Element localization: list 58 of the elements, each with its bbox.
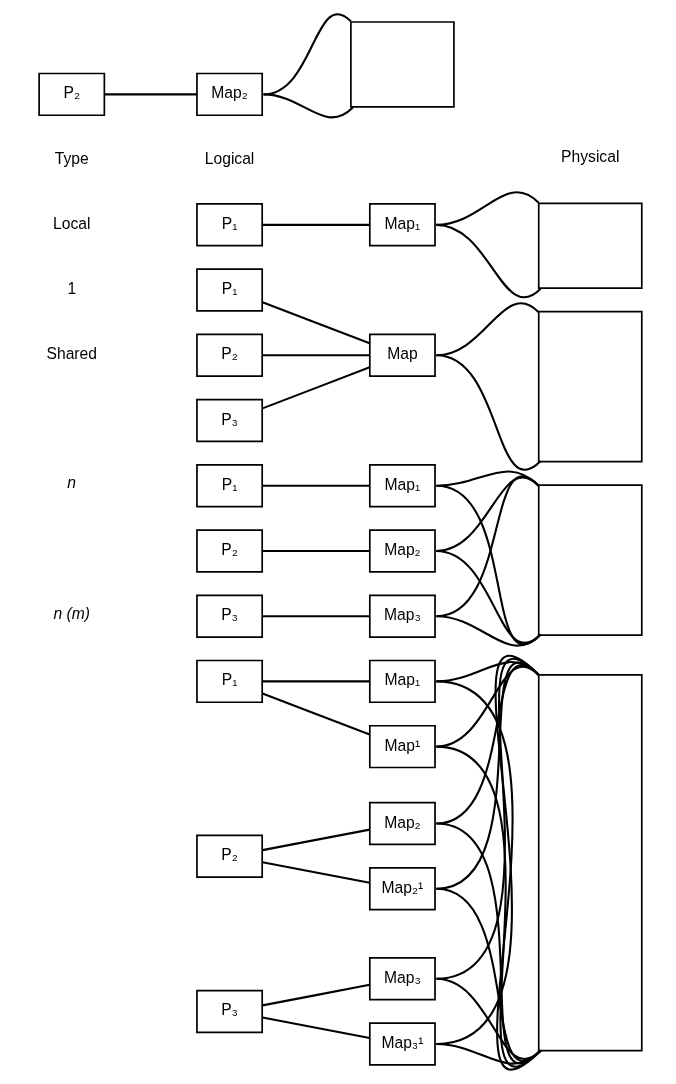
node-box: Map₁	[368, 203, 436, 247]
connector	[262, 354, 370, 357]
node-box	[537, 202, 643, 289]
node-box: Map₂	[368, 801, 436, 846]
connector	[435, 1043, 541, 1065]
connector	[261, 828, 370, 852]
label: n	[66, 474, 76, 492]
node-box: Map¹	[368, 724, 436, 769]
node-box: Map₁	[368, 464, 436, 508]
connector	[261, 861, 370, 884]
node-box: Map₃	[368, 594, 436, 638]
connector	[435, 223, 541, 299]
node-box: P₃	[195, 594, 263, 638]
label: Type	[54, 149, 89, 167]
node-box: Map₂	[195, 72, 263, 117]
connector	[261, 692, 370, 736]
label: Physical	[560, 148, 619, 166]
label: Logical	[204, 149, 254, 167]
connector	[435, 822, 541, 1064]
node-box: P₁	[195, 203, 263, 247]
node-box	[537, 310, 643, 463]
node-box: P₂	[195, 333, 263, 377]
node-box: Map	[368, 333, 436, 377]
connector	[261, 366, 370, 410]
node-box: P₁	[195, 268, 263, 312]
connector	[435, 484, 541, 645]
node-box: Map₂¹	[368, 867, 436, 911]
node-box: P₃	[195, 989, 263, 1034]
node-box: P₂	[195, 529, 263, 573]
node-box: P₃	[195, 398, 263, 443]
label: n (m)	[52, 604, 90, 622]
connector	[261, 983, 370, 1007]
connector	[262, 680, 370, 683]
label: 1	[66, 280, 76, 298]
label: Shared	[46, 345, 97, 363]
node-box: P₂	[195, 834, 263, 878]
node-box	[349, 21, 455, 108]
connector	[262, 223, 370, 226]
node-box: Map₃	[368, 957, 436, 1001]
connector	[262, 93, 353, 119]
connector	[435, 615, 541, 647]
connector	[261, 1016, 370, 1040]
label: Local	[52, 214, 90, 232]
node-box: Map₂	[368, 529, 436, 573]
connector	[262, 615, 370, 618]
node-box: P₁	[195, 659, 263, 704]
node-box	[537, 484, 643, 636]
connector	[435, 354, 541, 471]
node-box	[537, 674, 643, 1052]
connector	[435, 745, 541, 1067]
connector	[261, 301, 370, 345]
connector	[262, 549, 370, 552]
connector	[262, 484, 370, 487]
node-box: P₂	[37, 72, 105, 117]
node-box: Map₃¹	[368, 1022, 436, 1066]
connector	[103, 93, 197, 96]
node-box: P₁	[195, 464, 263, 508]
node-box: Map₁	[368, 659, 436, 704]
